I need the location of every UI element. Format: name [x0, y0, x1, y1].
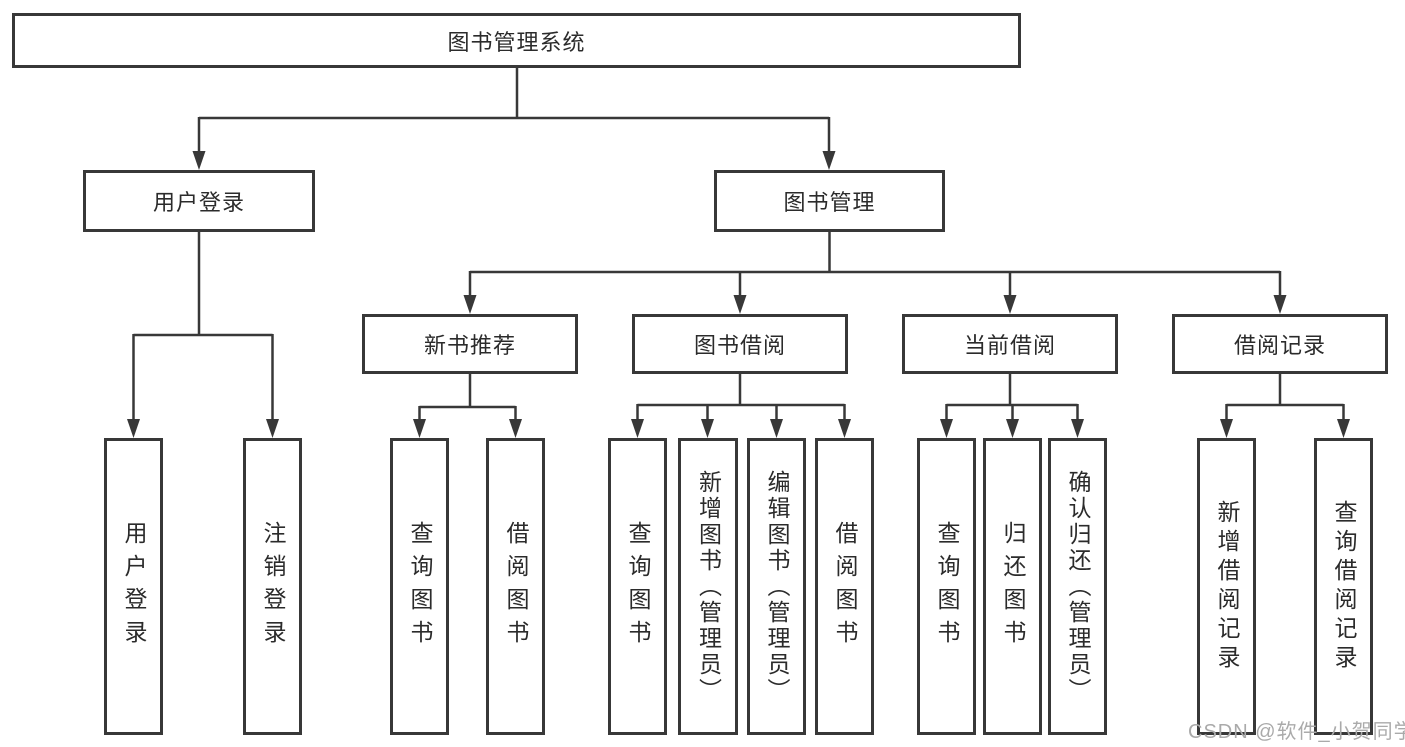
connector-mgmt-to-level3 [468, 232, 1282, 296]
node-library-system: 图书管理系统 [12, 13, 1021, 68]
leaf-confirm-return-admin-label: 确认归还（管理员） [1065, 469, 1091, 704]
leaf-edit-book-admin: 编辑图书（管理员） [747, 438, 806, 735]
leaf-confirm-return-admin: 确认归还（管理员） [1048, 438, 1107, 735]
leaf-logout-label: 注销登录 [260, 520, 286, 653]
arrowhead-icon [1003, 295, 1017, 314]
arrowhead-icon [509, 419, 522, 438]
leaf-add-borrow-record: 新增借阅记录 [1197, 438, 1256, 735]
leaf-return-book-label: 归还图书 [1000, 520, 1026, 653]
arrowhead-icon [940, 419, 953, 438]
leaf-user-login-label: 用户登录 [121, 520, 147, 653]
arrowhead-icon [701, 419, 714, 438]
arrowhead-icon [1273, 295, 1287, 314]
leaf-query-borrow-record: 查询借阅记录 [1314, 438, 1373, 735]
leaf-query-book-1: 查询图书 [390, 438, 449, 735]
leaf-add-borrow-record-label: 新增借阅记录 [1214, 499, 1240, 674]
leaf-add-book-admin: 新增图书（管理员） [678, 438, 738, 735]
arrowhead-icon [838, 419, 851, 438]
arrowhead-icon [770, 419, 783, 438]
leaf-borrow-book-2-label: 借阅图书 [832, 520, 858, 653]
arrowhead-icon [1220, 419, 1233, 438]
node-book-management-label: 图书管理 [783, 190, 876, 215]
node-library-system-label: 图书管理系统 [447, 29, 586, 55]
arrowhead-icon [413, 419, 426, 438]
leaf-borrow-book-1: 借阅图书 [486, 438, 545, 735]
leaf-query-book-3: 查询图书 [917, 438, 976, 735]
arrowhead-icon [266, 419, 279, 438]
arrowhead-icon [822, 151, 836, 170]
node-new-book-recommend-label: 新书推荐 [423, 333, 516, 358]
node-new-book-recommend: 新书推荐 [362, 314, 578, 374]
node-borrow-records: 借阅记录 [1172, 314, 1388, 374]
connector-borrow-to-leaves [636, 374, 846, 420]
connector-current-to-leaves [945, 374, 1079, 420]
node-book-borrowing-label: 图书借阅 [693, 333, 786, 358]
node-book-borrowing: 图书借阅 [632, 314, 848, 374]
arrowhead-icon [1006, 419, 1019, 438]
leaf-query-book-3-label: 查询图书 [934, 520, 960, 653]
connector-newbook-to-leaves [418, 374, 517, 420]
leaf-return-book: 归还图书 [983, 438, 1042, 735]
leaf-query-book-2: 查询图书 [608, 438, 667, 735]
node-current-borrowing-label: 当前借阅 [963, 333, 1056, 358]
node-user-login-label: 用户登录 [152, 190, 245, 215]
leaf-query-borrow-record-label: 查询借阅记录 [1331, 499, 1357, 674]
leaf-borrow-book-1-label: 借阅图书 [503, 520, 529, 653]
leaf-add-book-admin-label: 新增图书（管理员） [695, 469, 722, 704]
arrowhead-icon [1071, 419, 1084, 438]
arrowhead-icon [733, 295, 747, 314]
node-current-borrowing: 当前借阅 [902, 314, 1118, 374]
leaf-logout: 注销登录 [243, 438, 302, 735]
node-borrow-records-label: 借阅记录 [1233, 333, 1326, 358]
arrowhead-icon [127, 419, 140, 438]
leaf-query-book-2-label: 查询图书 [625, 520, 651, 653]
arrowhead-icon [192, 151, 206, 170]
leaf-user-login: 用户登录 [104, 438, 163, 735]
arrowhead-icon [1337, 419, 1350, 438]
arrowhead-icon [463, 295, 477, 314]
csdn-watermark: CSDN @软件_小贺同学 [1188, 721, 1405, 743]
leaf-query-book-1-label: 查询图书 [407, 520, 433, 653]
connector-root-to-level2 [197, 68, 831, 152]
node-user-login: 用户登录 [83, 170, 315, 232]
leaf-edit-book-admin-label: 编辑图书（管理员） [764, 469, 790, 704]
node-book-management: 图书管理 [714, 170, 945, 232]
leaf-borrow-book-2: 借阅图书 [815, 438, 874, 735]
connector-login-to-leaves [132, 232, 274, 420]
connector-record-to-leaves [1225, 374, 1345, 420]
arrowhead-icon [631, 419, 644, 438]
